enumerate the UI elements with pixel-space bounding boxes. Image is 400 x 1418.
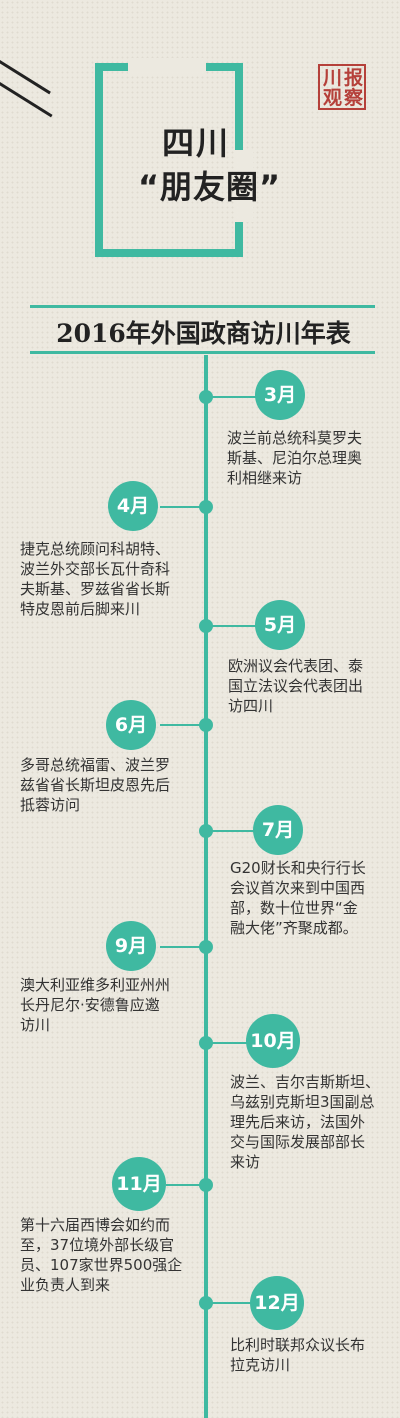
timeline-dot xyxy=(199,824,213,838)
event-text-jul: G20财长和央行行长会议首次来到中国西部，数十位世界“金融大佬”齐聚成都。 xyxy=(230,859,366,937)
month-badge-dec: 12月 xyxy=(250,1276,304,1330)
event-text-nov: 第十六届西博会如约而至，37位境外部长级官员、107家世界500强企业负责人到来 xyxy=(20,1216,183,1294)
banner-top-rule xyxy=(30,305,375,308)
month-badge-jun: 6月 xyxy=(106,700,156,750)
month-badge-apr: 4月 xyxy=(108,481,158,531)
page-title-line1: 四川 xyxy=(162,124,231,162)
timeline-dot xyxy=(199,940,213,954)
event-text-oct: 波兰、吉尔吉斯斯坦、乌兹别克斯坦3国副总理先后来访，法国外交与国际发展部部长来访 xyxy=(230,1073,381,1171)
timeline-dot xyxy=(199,390,213,404)
timeline-dot xyxy=(199,1036,213,1050)
month-badge-may: 5月 xyxy=(255,600,305,650)
month-badge-sep: 9月 xyxy=(106,921,156,971)
chronology-title: 2016年外国政商访川年表 xyxy=(56,319,351,348)
timeline-dot xyxy=(199,718,213,732)
timeline-dot xyxy=(199,619,213,633)
banner-bottom-rule xyxy=(30,351,375,354)
timeline-dot xyxy=(199,1178,213,1192)
page-title-line2: “朋友圈” xyxy=(138,168,282,206)
event-text-dec: 比利时联邦众议长布拉克访川 xyxy=(230,1336,366,1374)
timeline-dot xyxy=(199,1296,213,1310)
month-badge-oct: 10月 xyxy=(246,1014,300,1068)
event-text-mar: 波兰前总统科莫罗夫斯基、尼泊尔总理奥利相继来访 xyxy=(227,429,363,487)
timeline-axis xyxy=(204,355,208,1418)
month-badge-mar: 3月 xyxy=(255,370,305,420)
event-text-may: 欧洲议会代表团、泰国立法议会代表团出访四川 xyxy=(228,657,364,715)
timeline-dot xyxy=(199,500,213,514)
seal-stamp: 报 川 观 察 xyxy=(318,64,366,110)
month-badge-nov: 11月 xyxy=(112,1157,166,1211)
event-text-sep: 澳大利亚维多利亚州州长丹尼尔·安德鲁应邀访川 xyxy=(20,976,171,1034)
month-badge-jul: 7月 xyxy=(253,805,303,855)
event-text-apr: 捷克总统顾问科胡特、波兰外交部长瓦什奇科夫斯基、罗兹省省长斯特皮恩前后脚来川 xyxy=(20,540,171,618)
event-text-jun: 多哥总统福雷、波兰罗兹省省长斯坦皮恩先后抵蓉访问 xyxy=(20,756,171,814)
